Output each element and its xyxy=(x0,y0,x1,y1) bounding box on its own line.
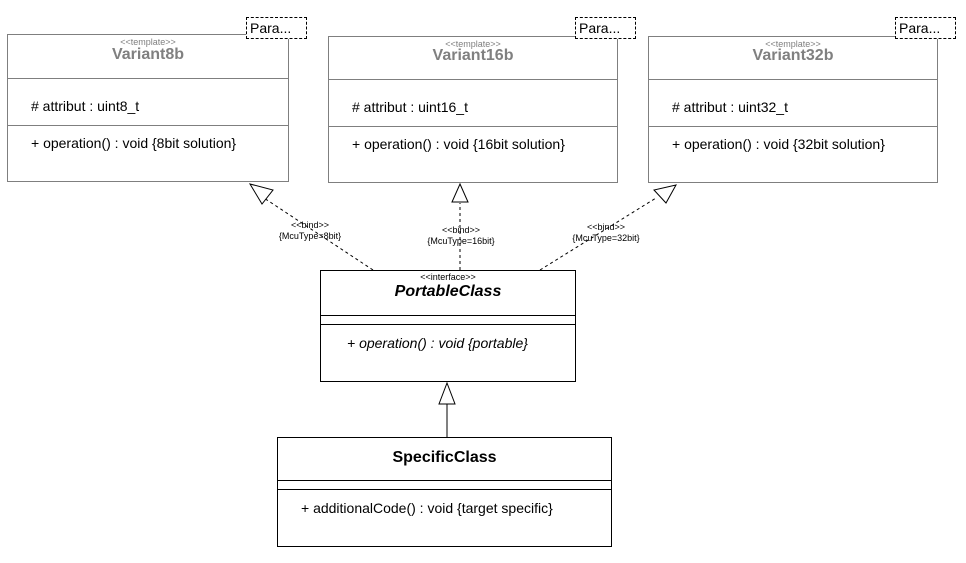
operation: + operation() : void {8bit solution} xyxy=(31,135,237,151)
bind-label-32bit: <<bind>> {McuType=32bit} xyxy=(572,222,639,244)
template-parameter-16b[interactable]: Para... xyxy=(575,17,636,39)
interface-stereotype: <<interface>> xyxy=(420,272,476,282)
bind-stereotype: <<bind>> xyxy=(290,220,330,230)
bind-binding: {McuType=32bit} xyxy=(572,233,640,243)
compartment-separator xyxy=(8,125,288,126)
interface-portableclass[interactable]: <<interface>> PortableClass + operation(… xyxy=(320,270,576,382)
compartment-separator xyxy=(649,79,937,80)
compartment-separator xyxy=(649,126,937,127)
bind-label-16bit: <<bind>> {McuType=16bit} xyxy=(427,225,494,247)
arrowhead-32bit xyxy=(653,184,677,204)
attribute: # attribut : uint32_t xyxy=(672,99,788,115)
compartment-separator xyxy=(321,315,575,316)
bind-line-32bit xyxy=(539,197,657,271)
operation: + operation() : void {32bit solution} xyxy=(672,136,885,152)
bind-label-8bit: <<bind>> {McuType=8bit} xyxy=(279,220,341,242)
compartment-separator xyxy=(329,79,617,80)
arrowhead-16bit xyxy=(451,182,469,203)
class-variant8b[interactable]: <<template>> Variant8b # attribut : uint… xyxy=(7,34,289,182)
bind-binding: {McuType=8bit} xyxy=(278,231,342,241)
operation: + additionalCode() : void {target specif… xyxy=(301,500,553,516)
class-variant32b[interactable]: <<template>> Variant32b # attribut : uin… xyxy=(648,36,938,183)
compartment-separator xyxy=(329,126,617,127)
class-specificclass[interactable]: SpecificClass + additionalCode() : void … xyxy=(277,437,612,547)
template-stereotype: <<template>> xyxy=(445,39,501,49)
class-name: SpecificClass xyxy=(392,449,497,466)
attribute: # attribut : uint8_t xyxy=(31,98,140,114)
compartment-separator xyxy=(278,489,611,490)
bind-binding: {McuType=16bit} xyxy=(427,236,495,246)
template-parameter-8b[interactable]: Para... xyxy=(246,17,307,39)
generalization-arrowhead xyxy=(438,381,456,405)
bind-connectors xyxy=(263,197,657,271)
operation: + operation() : void {16bit solution} xyxy=(352,136,565,152)
template-parameter-32b[interactable]: Para... xyxy=(895,17,956,39)
bind-stereotype: <<bind>> xyxy=(441,225,481,235)
attribute: # attribut : uint16_t xyxy=(352,99,468,115)
compartment-separator xyxy=(8,78,288,79)
generalization xyxy=(438,381,456,437)
bind-stereotype: <<bind>> xyxy=(586,222,626,232)
class-name: Variant32b xyxy=(752,47,834,64)
arrowhead-8bit xyxy=(248,183,274,205)
class-variant16b[interactable]: <<template>> Variant16b # attribut : uin… xyxy=(328,36,618,183)
interface-name: PortableClass xyxy=(394,283,502,300)
class-name: Variant8b xyxy=(111,46,185,63)
bind-arrowheads xyxy=(248,182,677,205)
template-stereotype: <<template>> xyxy=(765,39,821,49)
class-name: Variant16b xyxy=(432,47,514,64)
operation: + operation() : void {portable} xyxy=(347,335,528,351)
template-stereotype: <<template>> xyxy=(120,37,176,47)
bind-line-8bit xyxy=(263,197,374,271)
compartment-separator xyxy=(278,480,611,481)
compartment-separator xyxy=(321,324,575,325)
